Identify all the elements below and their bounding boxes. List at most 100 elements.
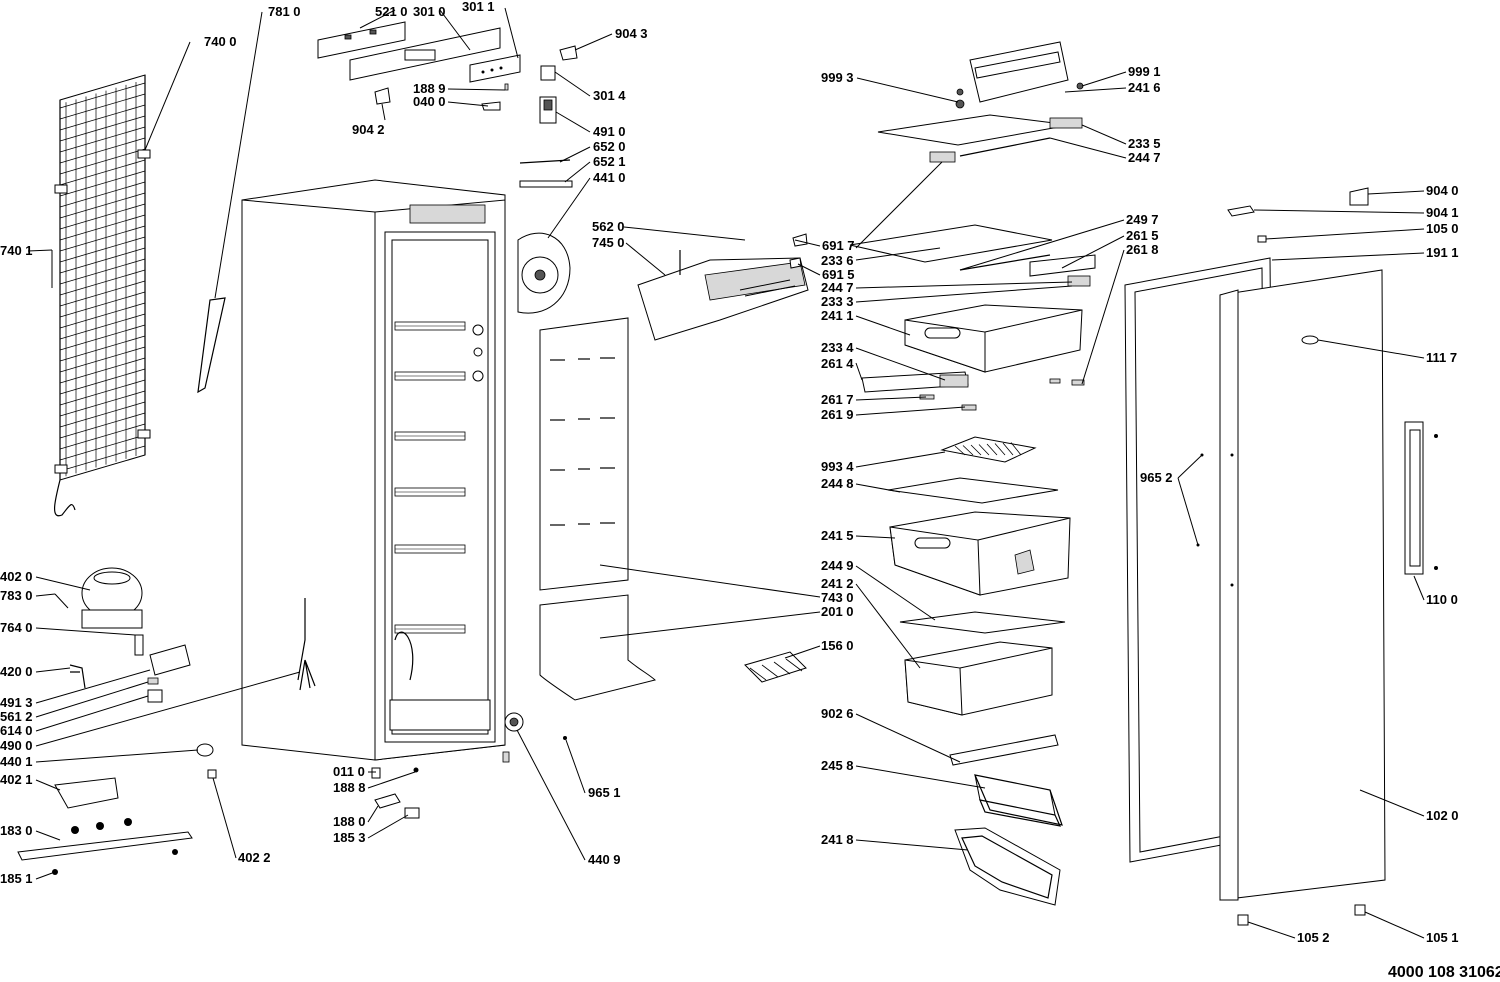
callout-label: 781 0 (268, 4, 301, 19)
callout-label: 191 1 (1426, 245, 1459, 260)
callout-label: 491 0 (593, 124, 626, 139)
callout-label: 440 1 (0, 754, 33, 769)
callout-label: 965 1 (588, 785, 621, 800)
divider-frame-drawing (954, 827, 1061, 906)
callout-label: 105 1 (1426, 930, 1459, 945)
callout-label: 261 7 (821, 392, 854, 407)
callout-label: 740 0 (204, 34, 237, 49)
callout-label: 904 2 (352, 122, 385, 137)
fan-drawing (517, 232, 571, 314)
callout-label: 244 7 (821, 280, 854, 295)
callout-label: 420 0 (0, 664, 33, 679)
callout-label: 999 1 (1128, 64, 1161, 79)
crisper-drawer-upper-drawing (904, 304, 1083, 373)
callout-label: 614 0 (0, 723, 33, 738)
callout-label: 241 6 (1128, 80, 1161, 95)
callout-label: 743 0 (821, 590, 854, 605)
callout-label: 188 0 (333, 814, 366, 829)
ice-tray-drawing (744, 651, 807, 683)
callout-label: 904 0 (1426, 183, 1459, 198)
callout-label: 261 8 (1126, 242, 1159, 257)
callout-label: 233 5 (1128, 136, 1161, 151)
callout-label: 185 3 (333, 830, 366, 845)
callout-label: 993 4 (821, 459, 854, 474)
bottom-panel-drawing (539, 594, 656, 701)
callout-label: 249 7 (1126, 212, 1159, 227)
callout-label: 244 7 (1128, 150, 1161, 165)
back-panel-drawing (539, 317, 629, 591)
callout-label: 904 3 (615, 26, 648, 41)
callout-label: 040 0 (413, 94, 446, 109)
callout-label: 490 0 (0, 738, 33, 753)
callout-label: 402 1 (0, 772, 33, 787)
condenser-drawing (54, 74, 151, 517)
cabinet-drawing (241, 179, 506, 761)
callout-label: 562 0 (592, 219, 625, 234)
callout-label: 011 0 (333, 764, 365, 779)
callout-label: 201 0 (821, 604, 854, 619)
callout-label: 245 8 (821, 758, 854, 773)
control-panel-drawing (317, 21, 578, 124)
wire-rack-drawing (973, 774, 1063, 827)
callout-label: 241 5 (821, 528, 854, 543)
callout-label: 441 0 (593, 170, 626, 185)
callout-label: 156 0 (821, 638, 854, 653)
callout-label: 561 2 (0, 709, 33, 724)
callout-label: 491 3 (0, 695, 33, 710)
callout-label: 188 8 (333, 780, 366, 795)
callout-label: 183 0 (0, 823, 33, 838)
leader-lines (27, 7, 1425, 939)
callout-label: 241 8 (821, 832, 854, 847)
callout-label: 745 0 (592, 235, 625, 250)
callout-label: 261 9 (821, 407, 854, 422)
callout-label: 904 1 (1426, 205, 1459, 220)
air-filter-drawing (940, 436, 1037, 463)
drain-tube-drawing (197, 297, 226, 394)
callout-label: 105 2 (1297, 930, 1330, 945)
freezer-flap-drawing (955, 41, 1084, 109)
callout-label: 241 2 (821, 576, 854, 591)
callout-label: 402 2 (238, 850, 271, 865)
callout-label: 301 4 (593, 88, 626, 103)
document-number: 4000 108 31062 (1388, 964, 1500, 981)
callout-label: 652 1 (593, 154, 626, 169)
callout-label: 105 0 (1426, 221, 1459, 236)
foot-parts-drawing (371, 712, 567, 819)
callout-label: 185 1 (0, 871, 33, 886)
callout-label: 301 0 (413, 4, 446, 19)
callout-label: 521 0 (375, 4, 408, 19)
door-drawing (1196, 269, 1386, 901)
callout-label: 241 1 (821, 308, 854, 323)
callout-label: 402 0 (0, 569, 33, 584)
callout-label: 740 1 (0, 243, 33, 258)
door-handle-drawing (1404, 421, 1438, 575)
callout-label: 965 2 (1140, 470, 1173, 485)
callout-label: 111 7 (1426, 350, 1457, 365)
callout-label: 244 8 (821, 476, 854, 491)
glass-shelf-top-drawing (877, 114, 1071, 146)
callout-label: 261 4 (821, 356, 854, 371)
callout-label: 233 6 (821, 253, 854, 268)
callout-label: 783 0 (0, 588, 33, 603)
callout-label: 233 4 (821, 340, 854, 355)
air-duct-drawing (637, 233, 809, 341)
callout-label: 110 0 (1426, 592, 1458, 607)
callout-label: 691 5 (822, 267, 855, 282)
callout-label: 440 9 (588, 852, 621, 867)
callout-label: 764 0 (0, 620, 33, 635)
dairy-box-drawing (904, 641, 1053, 716)
callout-label: 902 6 (821, 706, 854, 721)
callout-label: 652 0 (593, 139, 626, 154)
callout-label: 261 5 (1126, 228, 1159, 243)
callout-label: 999 3 (821, 70, 854, 85)
callout-labels: 521 0 301 0 301 1 781 0 740 0 904 3 188 … (0, 0, 1459, 945)
callout-label: 233 3 (821, 294, 854, 309)
callout-label: 301 1 (462, 0, 495, 14)
glass-shelf-mid-drawing (849, 224, 1053, 263)
power-cord-drawing (297, 598, 316, 691)
crisper-drawer-lower-drawing (889, 511, 1071, 596)
callout-label: 691 7 (822, 238, 855, 253)
callout-label: 244 9 (821, 558, 854, 573)
callout-label: 102 0 (1426, 808, 1459, 823)
